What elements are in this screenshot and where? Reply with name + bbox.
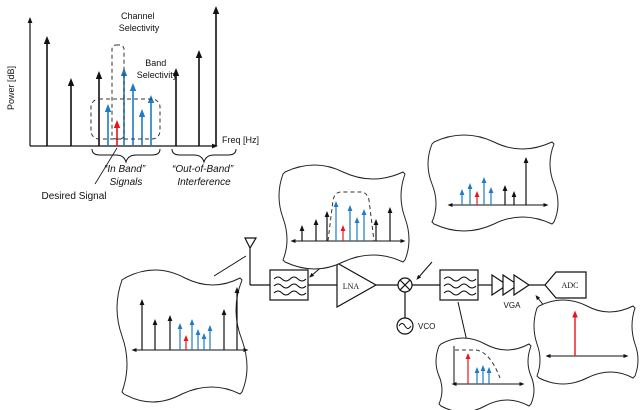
band-selectivity-label: Band Selectivity <box>137 58 178 80</box>
power-axis-label: Power [dB] <box>6 66 16 110</box>
freq-axis-label: Freq [Hz] <box>222 135 259 145</box>
desired-signal-label: Desired Signal <box>41 191 106 202</box>
out-of-band-brace <box>171 148 237 164</box>
input-spectrum: Power [dB] Freq [Hz] Channel Selectivity… <box>6 6 259 202</box>
channel-selectivity-box <box>111 44 125 140</box>
antenna-icon <box>244 237 270 286</box>
vga-label: VGA <box>504 301 522 310</box>
signal-chain: LNA VCO VGA <box>213 237 587 347</box>
vco-label: VCO <box>418 322 435 331</box>
desired-signal-pointer <box>94 147 118 185</box>
band-selectivity-box <box>90 98 161 140</box>
bubble-channel-filter-spectrum <box>435 337 535 410</box>
lna-amplifier <box>336 261 378 309</box>
bubble-antenna-spectrum <box>116 269 249 403</box>
bubble-adc-spectrum <box>533 299 639 385</box>
lna-label: LNA <box>343 282 360 291</box>
bubble-band-filter-spectrum <box>278 164 410 270</box>
pointer-antenna <box>213 255 247 277</box>
adc-label: ADC <box>562 281 579 290</box>
vco-icon <box>396 317 414 335</box>
band-select-filter <box>269 269 309 301</box>
channel-selectivity-label: Channel Selectivity <box>119 11 160 33</box>
in-band-label: “In Band” Signals <box>104 164 148 188</box>
channel-select-filter <box>439 269 479 301</box>
in-band-brace <box>91 148 161 164</box>
adc-block <box>544 271 587 299</box>
out-of-band-label: “Out-of-Band” Interference <box>172 164 236 188</box>
pointer-mixer <box>416 261 433 280</box>
bubble-mixer-spectrum <box>427 134 559 232</box>
vga-amplifier <box>491 273 531 297</box>
mixer-icon <box>397 277 413 293</box>
